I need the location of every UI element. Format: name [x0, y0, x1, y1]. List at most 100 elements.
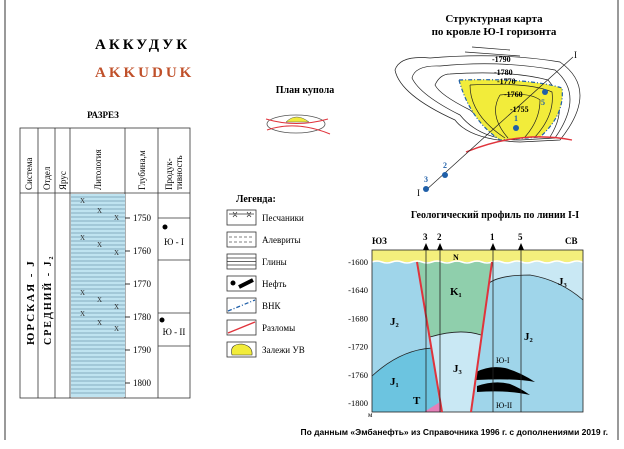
sandstone-mark: X — [97, 319, 102, 327]
legend-item: Разломы — [226, 319, 295, 336]
map-wells — [423, 89, 548, 192]
siltstone-icon — [229, 236, 254, 243]
profile-unit: м — [368, 411, 373, 419]
sandstone-mark: X — [80, 310, 85, 318]
header-stage: Ярус — [58, 171, 68, 190]
unit-u2: Ю-II — [496, 401, 513, 410]
profile-depth-label: -1600 — [348, 257, 368, 267]
sandstone-mark: X — [80, 289, 85, 297]
fault-east — [470, 261, 493, 413]
contour-label-1760: -1760 — [504, 90, 523, 99]
unit-j2-east: J₂ — [524, 331, 534, 343]
unit-k1: K₁ — [450, 286, 462, 298]
oil-icon — [230, 278, 254, 289]
contour-label-1790: -1790 — [492, 55, 511, 64]
contour-label-1770: -1770 — [497, 77, 516, 86]
map-well-5: 5 — [541, 98, 545, 107]
legend-swatch — [226, 209, 257, 226]
sandstone-mark: X — [114, 249, 119, 257]
profile-title: Геологический профиль по линии I-I — [411, 210, 579, 221]
system-label: ЮРСКАЯ - J — [25, 259, 37, 345]
profile-sw: ЮЗ — [372, 236, 387, 246]
legend-label: Залежи УВ — [262, 345, 305, 355]
section-table — [19, 127, 191, 399]
legend-swatch — [226, 297, 257, 314]
horizon-u2: Ю - II — [163, 327, 186, 337]
legend-item: Глины — [226, 253, 287, 270]
header-lithology: Литология — [93, 149, 103, 190]
series-label: СРЕДНИЙ - J₂ — [42, 254, 54, 345]
legend-label: Нефть — [262, 279, 286, 289]
profile-ne: СВ — [565, 236, 578, 246]
unit-u1: Ю-I — [496, 356, 510, 365]
sandstone-mark: X — [114, 214, 119, 222]
profile-well-5: 5 — [518, 232, 523, 242]
map-well-3: 3 — [424, 175, 428, 184]
fault-west — [416, 261, 443, 413]
horizon-u1: Ю - I — [164, 237, 184, 247]
unit-j2-west: J₂ — [390, 316, 400, 328]
sandstone-mark: X — [97, 241, 102, 249]
legend-item: Песчаники — [226, 209, 304, 226]
legend-swatch — [226, 275, 257, 292]
legend-item: Нефть — [226, 275, 286, 292]
legend-item: ВНК — [226, 297, 282, 314]
map-title-1: Структурная карта — [445, 13, 543, 25]
legend-label: Песчаники — [262, 213, 304, 223]
unit-n: N — [453, 253, 459, 262]
depth-label: 1760 — [133, 246, 152, 256]
owc-icon — [227, 299, 256, 312]
legend-label: Глины — [262, 257, 287, 267]
dome-plan — [265, 114, 331, 135]
unit-j1: J₁ — [390, 376, 399, 388]
sandstone-mark: X — [80, 234, 85, 242]
legend-title: Легенда: — [236, 194, 276, 205]
depth-label: 1800 — [133, 378, 152, 388]
legend-item: Залежи УВ — [226, 341, 305, 358]
sandstone-mark: X — [97, 296, 102, 304]
sandstone-icon — [229, 211, 254, 218]
profile-well-1: 1 — [490, 232, 495, 242]
legend-label: Алевриты — [262, 235, 301, 245]
map-well-2: 2 — [443, 161, 447, 170]
depth-label: 1750 — [133, 213, 152, 223]
legend-swatch — [226, 341, 257, 358]
clay-icon — [227, 257, 256, 266]
profile-well-2: 2 — [437, 232, 442, 242]
map-well-1: 1 — [514, 114, 518, 123]
legend-label: ВНК — [262, 301, 282, 311]
header-series: Отдел — [42, 166, 52, 190]
section-title: РАЗРЕЗ — [87, 110, 119, 120]
dome-title: План купола — [276, 85, 335, 96]
sandstone-mark: X — [80, 197, 85, 205]
title-ru: АККУДУК — [95, 37, 190, 53]
unit-j3-east: J₃ — [558, 276, 568, 288]
hydrocarbon-deposit-icon — [231, 343, 253, 356]
profile-depth-label: -1680 — [348, 313, 368, 323]
unit-j3-center: J₃ — [453, 363, 463, 375]
oil-marker-2 — [159, 317, 165, 323]
map-title-2: по кровле Ю-I горизонта — [432, 26, 557, 38]
profile-well-3: 3 — [423, 232, 428, 242]
contour-label-1780: -1780 — [494, 68, 513, 77]
depth-label: 1790 — [133, 345, 152, 355]
depth-label: 1770 — [133, 279, 152, 289]
title-en: AKKUDUK — [95, 65, 194, 81]
source-note: По данным «Эмбанефть» из Справочника 199… — [300, 427, 608, 437]
header-system: Система — [24, 158, 34, 190]
sandstone-mark: X — [114, 303, 119, 311]
geologic-profile — [371, 243, 586, 413]
depth-label: 1780 — [133, 312, 152, 322]
profile-depth-label: -1760 — [348, 370, 368, 380]
header-depth: Глубина,м — [137, 150, 147, 190]
line-end-sw: I — [417, 188, 420, 198]
line-end-ne: I — [574, 50, 577, 60]
sandstone-mark: X — [114, 325, 119, 333]
legend-label: Разломы — [262, 323, 295, 333]
oil-marker-1 — [162, 224, 168, 230]
profile-depth-label: -1720 — [348, 342, 368, 352]
legend-swatch — [226, 231, 257, 248]
